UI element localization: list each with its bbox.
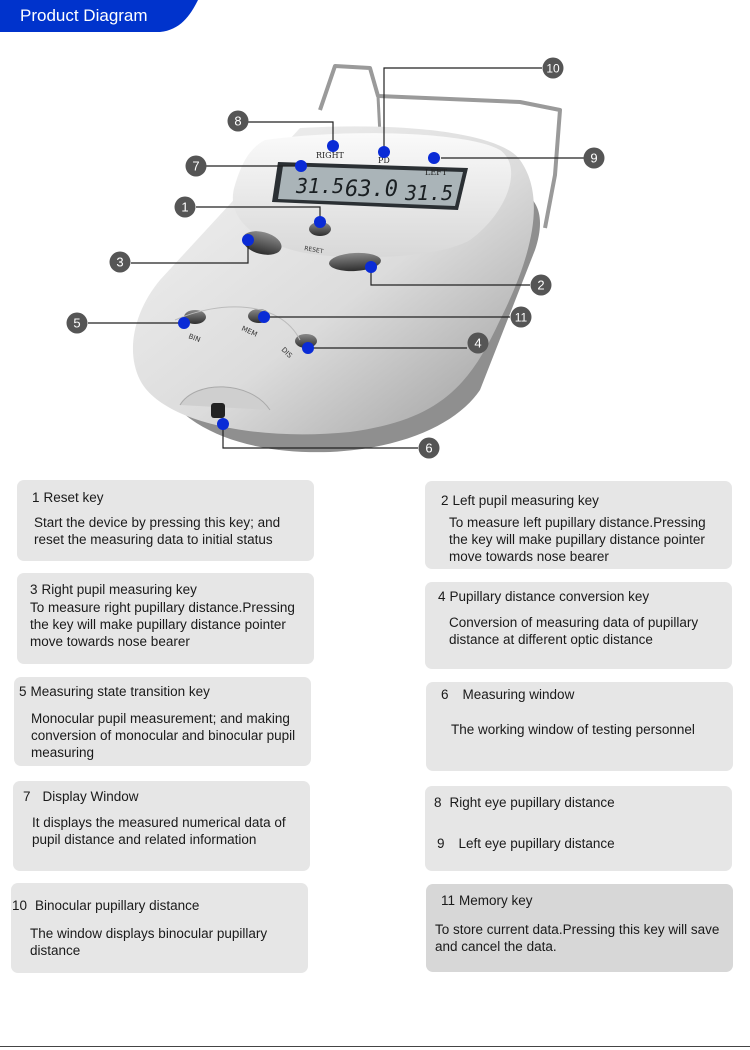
card-title: Display Window	[42, 789, 139, 804]
card-title: Measuring state transition key	[30, 684, 210, 699]
card-number: 6	[441, 687, 449, 702]
callout-8: 8	[227, 110, 249, 132]
card-title: Binocular pupillary distance	[35, 898, 200, 913]
callout-4: 4	[467, 332, 489, 354]
card-title: Pupillary distance conversion key	[449, 589, 650, 604]
card-title: Left pupil measuring key	[452, 493, 599, 508]
header-banner-shape	[0, 0, 198, 32]
card-eye-pupillary-distance: 8 Right eye pupillary distance 9 Left eye …	[425, 786, 732, 871]
card-title-secondary: Left eye pupillary distance	[458, 836, 615, 851]
bottom-divider	[0, 1046, 750, 1047]
anchor-dots	[178, 140, 440, 430]
card-number: 4	[438, 589, 446, 604]
svg-text:5: 5	[73, 316, 80, 331]
svg-text:2: 2	[537, 278, 544, 293]
card-description: The window displays binocular pupillary …	[30, 926, 268, 958]
callout-10: 10	[542, 57, 564, 79]
card-title: Memory key	[459, 893, 533, 908]
svg-text:3: 3	[116, 255, 123, 270]
card-title: Right eye pupillary distance	[449, 795, 615, 810]
callout-1: 1	[174, 196, 196, 218]
card-description: Conversion of measuring data of pupillar…	[449, 615, 699, 647]
svg-text:9: 9	[590, 151, 597, 166]
card-number: 2	[441, 493, 449, 508]
page-title: Product Diagram	[20, 6, 148, 25]
label-bin: BIN	[187, 332, 201, 344]
card-title: Right pupil measuring key	[41, 582, 197, 597]
callout-6: 6	[418, 437, 440, 459]
card-description: The working window of testing personnel	[451, 722, 695, 737]
card-description: To store current data.Pressing this key …	[435, 922, 720, 954]
callout-3: 3	[109, 251, 131, 273]
callout-badges: 1 2 3 4 5 6 7 8 9 10 11	[66, 57, 605, 459]
header-banner: Product Diagram	[0, 0, 200, 32]
measuring-window-notch	[179, 386, 271, 411]
card-measuring-window: 6 Measuring window The working window of …	[426, 682, 733, 771]
card-title: Measuring window	[462, 687, 575, 702]
svg-text:11: 11	[515, 311, 528, 325]
measuring-window	[211, 403, 225, 418]
card-description: To measure left pupillary distance.Press…	[449, 515, 706, 564]
callout-5: 5	[66, 312, 88, 334]
card-number-secondary: 9	[437, 836, 445, 851]
card-number: 3	[30, 582, 38, 597]
svg-text:1: 1	[181, 200, 188, 215]
svg-text:4: 4	[474, 336, 481, 351]
svg-text:10: 10	[546, 62, 560, 76]
card-description: To measure right pupillary distance.Pres…	[30, 600, 295, 649]
device-illustration: 31.5 63.0 31.5 RIGHT PD LEFT RESET BIN M…	[66, 57, 605, 459]
product-diagram: 31.5 63.0 31.5 RIGHT PD LEFT RESET BIN M…	[0, 40, 750, 470]
nose-bearer-wire	[318, 64, 562, 229]
callout-7: 7	[185, 155, 207, 177]
bin-button[interactable]	[184, 310, 206, 324]
card-description: It displays the measured numerical data …	[32, 815, 286, 847]
reset-button[interactable]	[309, 222, 331, 236]
card-number: 7	[23, 789, 31, 804]
label-right: RIGHT	[316, 151, 345, 160]
card-number: 8	[434, 795, 442, 810]
card-number: 1	[32, 490, 40, 505]
callout-11: 11	[510, 306, 532, 328]
card-description: Monocular pupil measurement; and making …	[31, 711, 296, 760]
card-number: 10	[12, 898, 28, 913]
card-number: 11	[441, 893, 456, 908]
card-title: Reset key	[43, 490, 104, 505]
svg-text:7: 7	[192, 159, 199, 174]
svg-text:8: 8	[234, 114, 241, 129]
callout-9: 9	[583, 147, 605, 169]
card-description: Start the device by pressing this key; a…	[34, 515, 281, 547]
label-reset: RESET	[304, 245, 324, 255]
card-number: 5	[19, 684, 27, 699]
display-right-value: 31.5	[295, 174, 344, 198]
card-binocular-pd: 10 Binocular pupillary distance The windo…	[11, 883, 308, 973]
leader-lines	[88, 67, 584, 449]
label-left: LEFT	[425, 168, 448, 177]
card-display-window: 7 Display Window It displays the measured…	[13, 781, 310, 871]
display-pd-value: 63.0	[345, 177, 398, 202]
svg-text:6: 6	[425, 441, 432, 456]
display-left-value: 31.5	[404, 181, 453, 205]
callout-2: 2	[530, 274, 552, 296]
label-pd: PD	[378, 156, 390, 165]
